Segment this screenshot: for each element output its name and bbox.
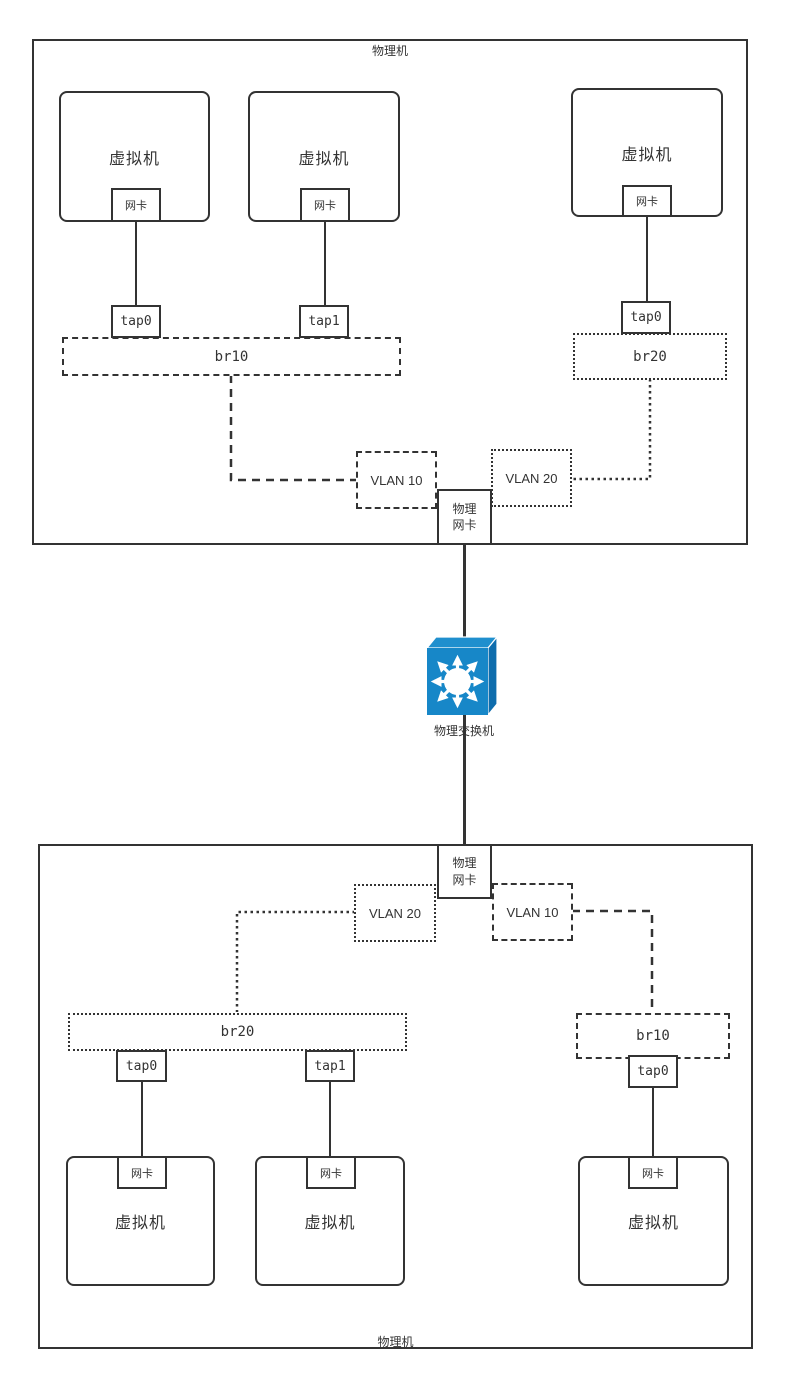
- physical-nic-label: 物理网卡: [452, 856, 477, 887]
- vm-label: 虚拟机: [621, 146, 673, 164]
- vlan10-box: VLAN 10: [356, 451, 437, 509]
- vm-nic: 网卡: [300, 188, 350, 222]
- vm-label: 虚拟机: [108, 150, 160, 168]
- machine-label-bottom: 物理机: [377, 1335, 414, 1349]
- tap-box: tap0: [621, 301, 671, 334]
- tap-box: tap0: [628, 1055, 678, 1088]
- physical-machine-top: [32, 39, 748, 545]
- vm-nic: 网卡: [306, 1156, 356, 1189]
- wire-vlan10-br10: [572, 909, 654, 1012]
- bridge-br10: br10: [62, 337, 401, 376]
- bridge-br20: br20: [68, 1013, 407, 1051]
- vlan20-box: VLAN 20: [491, 449, 572, 507]
- physical-machine-bottom: [38, 844, 753, 1349]
- bridge-br20: br20: [573, 333, 727, 380]
- physical-nic-label: 物理网卡: [452, 501, 477, 532]
- vm-nic: 网卡: [622, 185, 672, 217]
- wire-br10-vlan10: [229, 375, 357, 482]
- wire-br20-vlan20: [572, 379, 652, 481]
- physical-nic-box: 物理网卡: [437, 844, 492, 899]
- machine-label-top: 物理机: [371, 44, 408, 58]
- switch-label: 物理交换机: [433, 724, 494, 738]
- bridge-br10: br10: [576, 1013, 730, 1059]
- vlan10-box: VLAN 10: [492, 883, 573, 941]
- vm-label: 虚拟机: [114, 1215, 166, 1232]
- tap-box: tap0: [116, 1050, 167, 1082]
- vm-label: 虚拟机: [298, 150, 350, 168]
- vm-nic: 网卡: [628, 1156, 678, 1189]
- physical-nic-box: 物理网卡: [437, 489, 492, 545]
- tap-box: tap1: [299, 305, 349, 338]
- vm-box: 虚拟机: [578, 1156, 729, 1286]
- vm-label: 虚拟机: [627, 1215, 679, 1232]
- tap-box: tap0: [111, 305, 161, 338]
- network-switch-icon: [424, 634, 504, 718]
- vm-nic: 网卡: [111, 188, 161, 222]
- vm-label: 虚拟机: [304, 1215, 356, 1232]
- vm-nic: 网卡: [117, 1156, 167, 1189]
- tap-box: tap1: [305, 1050, 355, 1082]
- vlan20-box: VLAN 20: [354, 884, 436, 942]
